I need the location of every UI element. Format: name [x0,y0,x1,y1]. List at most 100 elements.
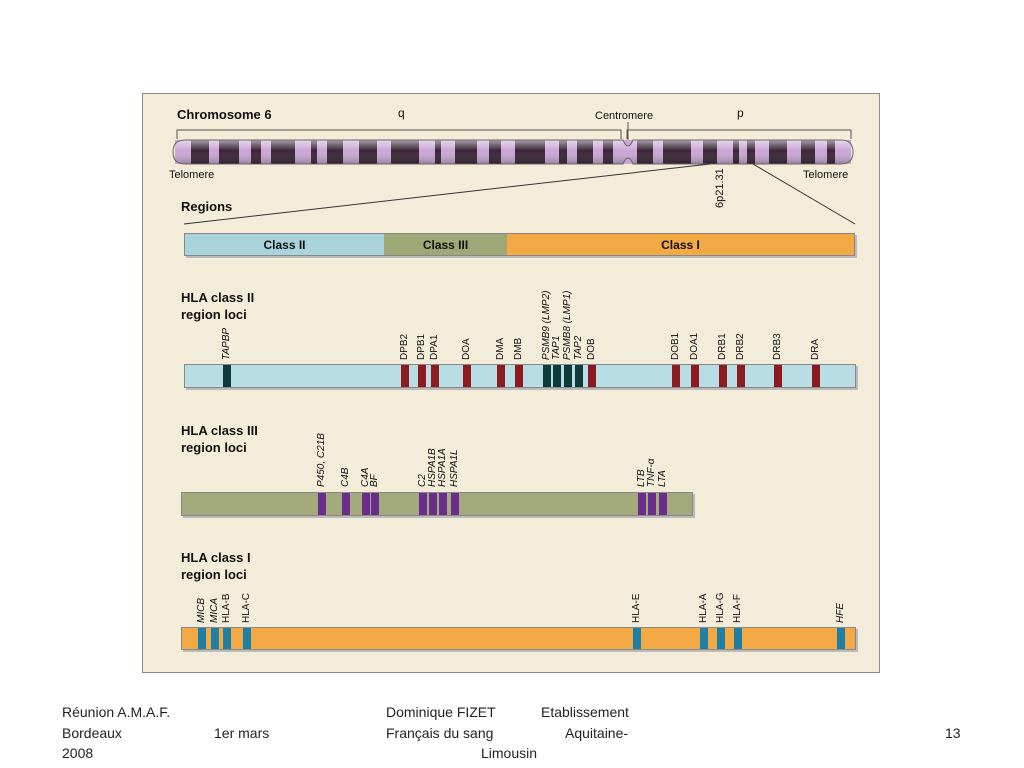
class-ii-title-line1: HLA class II [181,290,255,305]
gene-mark [564,365,572,387]
gene-mark [431,365,439,387]
gene-mark [243,628,251,649]
class-ii-title: HLA class II region loci [181,289,254,323]
region-class-ii-label: Class II [185,234,384,255]
class-i-title-line2: region loci [181,567,247,582]
gene-mark [700,628,708,649]
gene-mark [515,365,523,387]
region-class-iii: Class III [384,234,507,255]
gene-label: MICA [209,598,220,623]
region-class-i: Class I [507,234,854,255]
gene-mark [371,493,379,515]
gene-mark [401,365,409,387]
telomere-left-label: Telomere [169,169,215,181]
gene-label: HFE [835,603,846,623]
gene-label: BF [369,474,380,487]
gene-label: DRB3 [772,333,783,360]
footer-mid-line1a: Dominique FIZET [386,704,496,720]
gene-mark [737,365,745,387]
footer-mid-line1b: Etablissement [541,704,629,720]
gene-label: DOA [461,338,472,360]
class-i-bar [181,627,856,650]
gene-label: PSMB8 (LMP1) [562,290,573,360]
gene-label: C4B [340,467,351,487]
gene-label: DPA1 [429,334,440,360]
gene-mark [575,365,583,387]
gene-mark [418,365,426,387]
gene-label: MICB [196,598,207,623]
gene-mark [429,493,437,515]
footer-left-line2a: Bordeaux [62,725,122,741]
gene-mark [439,493,447,515]
chromosome-title: Chromosome 6 [177,107,272,122]
gene-label: P450, C21B [316,433,327,487]
gene-label: DPB2 [399,333,410,360]
class-iii-title-line1: HLA class III [181,423,258,438]
q-bracket [176,129,622,139]
footer-left-line1: Réunion A.M.A.F. [62,704,171,720]
gene-mark [362,493,370,515]
gene-mark [419,493,427,515]
gene-mark [672,365,680,387]
gene-label: TNF-α [646,458,657,487]
zoom-line-right [752,163,856,225]
gene-label: HSPA1L [449,449,460,487]
gene-label: DOB [586,338,597,360]
gene-mark [543,365,551,387]
footer-mid-line2b: Aquitaine- [565,725,629,741]
gene-mark [812,365,820,387]
gene-label: DOA1 [689,332,700,360]
region-class-i-label: Class I [507,234,854,255]
gene-mark [837,628,845,649]
footer-left-line3: 2008 [62,745,94,761]
p-arm-label: p [737,106,744,120]
gene-mark [451,493,459,515]
gene-mark [198,628,206,649]
region-class-iii-label: Class III [384,234,507,255]
gene-label: DRB2 [735,333,746,360]
gene-mark [734,628,742,649]
footer-mid-line2a: Français du sang [386,725,494,741]
gene-mark [717,628,725,649]
gene-label: DRA [810,338,821,360]
gene-label: TAP1 [551,335,562,360]
gene-label: HLA-A [698,593,709,623]
gene-label: TAPBP [221,327,232,360]
gene-label: HLA-B [221,593,232,623]
gene-label: DPB1 [416,333,427,360]
gene-mark [659,493,667,515]
gene-mark [223,365,231,387]
region-class-ii: Class II [185,234,384,255]
gene-label: DMA [495,337,506,360]
gene-mark [211,628,219,649]
gene-mark [719,365,727,387]
centromere-label: Centromere [595,110,654,122]
gene-mark [318,493,326,515]
footer-left-line2b: 1er mars [214,725,270,741]
gene-mark [638,493,646,515]
class-iii-title: HLA class III region loci [181,422,258,456]
p-bracket [626,129,852,139]
gene-mark [463,365,471,387]
regions-bar: Class II Class III Class I [184,233,855,256]
regions-title: Regions [181,199,233,214]
gene-label: HSPA1A [437,448,448,487]
gene-mark [497,365,505,387]
gene-label: HLA-C [241,592,252,623]
hla-figure: Chromosome 6 q Centromere p Telomere Tel… [142,93,880,673]
gene-label: HLA-F [732,594,743,623]
gene-mark [648,493,656,515]
class-iii-bar [181,492,693,516]
class-ii-title-line2: region loci [181,307,247,322]
class-iii-title-line2: region loci [181,440,247,455]
footer-mid-line3: Limousin [481,745,538,761]
gene-mark [223,628,231,649]
q-arm-label: q [398,106,405,120]
gene-label: DRB1 [717,333,728,360]
gene-label: HLA-E [631,593,642,623]
chromosome-outline [172,139,854,165]
chromosome-svg [172,122,856,225]
class-i-title-line1: HLA class I [181,550,251,565]
gene-mark [633,628,641,649]
gene-mark [691,365,699,387]
